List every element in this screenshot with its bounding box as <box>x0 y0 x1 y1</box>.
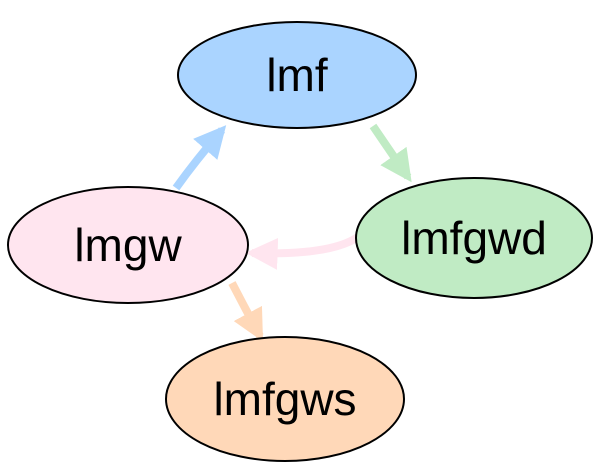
node-lmgw-label: lmgw <box>74 219 182 271</box>
node-lmf: lmf <box>177 21 417 129</box>
node-lmfgws: lmfgws <box>165 336 405 462</box>
edge-lmfgwd-to-lmgw <box>245 228 367 270</box>
node-lmf-label: lmf <box>266 49 328 101</box>
node-lmfgws-shape <box>165 336 405 462</box>
node-lmfgwd: lmfgwd <box>355 177 593 299</box>
node-lmgw: lmgw <box>7 186 249 304</box>
node-lmfgws-label: lmfgws <box>213 373 356 425</box>
node-lmf-shape <box>177 21 417 129</box>
node-lmgw-shape <box>7 186 249 304</box>
edge-lmf-to-lmfgwd <box>369 123 412 183</box>
node-lmfgwd-shape <box>355 177 593 299</box>
edge-lmgw-to-lmf <box>172 125 227 191</box>
node-lmfgwd-label: lmfgwd <box>401 212 547 264</box>
edge-lmgw-to-lmfgws <box>228 281 264 342</box>
